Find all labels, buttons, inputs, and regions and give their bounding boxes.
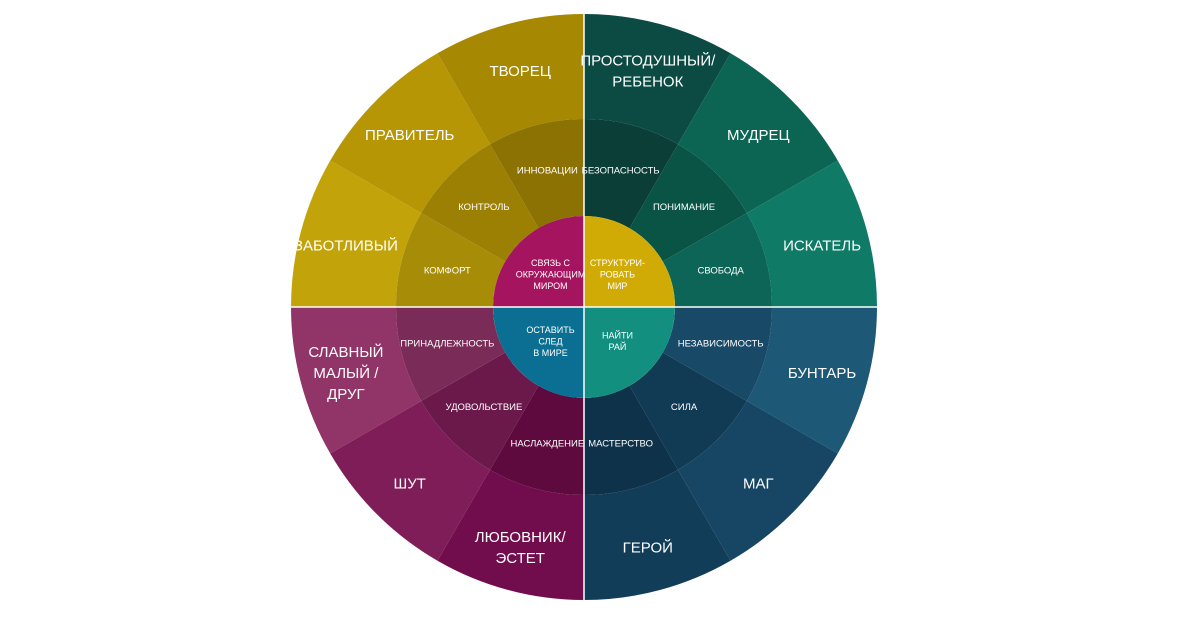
core-quadrant	[584, 216, 675, 307]
archetype-label-line: ПРОСТОДУШНЫЙ/	[580, 52, 716, 70]
archetype-label-line: ИСКАТЕЛЬ	[783, 238, 861, 255]
archetype-label: ГЕРОЙ	[623, 538, 673, 556]
archetype-label-line: МАГ	[743, 476, 774, 493]
core-label-line: СЛЕД	[538, 336, 562, 346]
middle-segment	[662, 213, 772, 307]
core-label-line: ОСТАВИТЬ	[526, 325, 574, 335]
core-label-line: МИР	[607, 281, 627, 291]
core-label-line: В МИРЕ	[533, 348, 567, 358]
value-label: ПРИНАДЛЕЖНОСТЬ	[400, 339, 494, 350]
middle-segment	[421, 352, 539, 470]
archetype-label-line: ДРУГ	[327, 386, 365, 403]
archetype-label: ЗАБОТЛИВЫЙ	[294, 237, 398, 255]
archetype-label: ПРОСТОДУШНЫЙ/РЕБЕНОК	[580, 52, 716, 91]
archetype-label-line: ЭСТЕТ	[495, 550, 544, 567]
outer-segment	[584, 469, 731, 600]
archetype-label: МУДРЕЦ	[727, 127, 790, 144]
archetype-label: МАГ	[743, 476, 774, 493]
core-label-line: МИРОМ	[533, 281, 567, 291]
value-label: ПОНИМАНИЕ	[653, 202, 715, 213]
archetype-label: ИСКАТЕЛЬ	[783, 238, 861, 255]
middle-segment	[584, 119, 678, 229]
outer-segment	[330, 401, 490, 561]
value-label: СВОБОДА	[697, 265, 744, 276]
archetype-label-line: БУНТАРЬ	[788, 365, 857, 382]
middle-segment	[629, 352, 747, 470]
archetype-label-line: ШУТ	[393, 476, 425, 493]
outer-segment	[678, 53, 838, 213]
archetype-label: ПРАВИТЕЛЬ	[365, 127, 455, 144]
middle-segment	[396, 213, 506, 307]
outer-segment	[746, 307, 877, 454]
archetype-label-line: РЕБЕНОК	[612, 74, 683, 91]
value-label: УДОВОЛЬСТВИЕ	[446, 402, 523, 413]
value-label: ИННОВАЦИИ	[517, 165, 578, 176]
core-label-line: ОКРУЖАЮЩИМ	[516, 270, 586, 280]
archetype-label: БУНТАРЬ	[788, 365, 857, 382]
middle-segment	[662, 307, 772, 401]
archetype-label-line: ЛЮБОВНИК/	[475, 529, 567, 546]
core-quadrant	[584, 307, 675, 398]
value-label: НАСЛАЖДЕНИЕ	[511, 439, 585, 450]
outer-segment	[584, 14, 731, 145]
outer-segment	[291, 307, 422, 454]
archetype-label-line: ПРАВИТЕЛЬ	[365, 127, 455, 144]
middle-segment	[396, 307, 506, 401]
middle-segment	[490, 119, 584, 229]
core-label-line: РОВАТЬ	[600, 270, 635, 280]
middle-segment	[490, 385, 584, 495]
core-quadrant	[493, 307, 584, 398]
middle-segment	[629, 144, 747, 262]
outer-segment	[291, 160, 422, 307]
outer-segment	[678, 401, 838, 561]
outer-segment	[437, 469, 584, 600]
middle-segment	[421, 144, 539, 262]
value-label: СИЛА	[671, 402, 698, 413]
core-label-line: НАЙТИ	[602, 330, 633, 341]
core-label-line: СТРУКТУРИ-	[590, 258, 645, 268]
core-label-line: РАЙ	[609, 341, 627, 352]
archetype-label-line: ГЕРОЙ	[623, 538, 673, 556]
value-label: НЕЗАВИСИМОСТЬ	[678, 339, 764, 350]
value-label: МАСТЕРСТВО	[588, 439, 653, 450]
archetype-label: СЛАВНЫЙ МАЛЫЙ / ДРУГ	[308, 343, 383, 403]
core-quadrant	[493, 216, 584, 307]
archetype-label-line: ЗАБОТЛИВЫЙ	[294, 237, 398, 255]
outer-segment	[437, 14, 584, 145]
value-label: КОМФОРТ	[424, 265, 471, 276]
archetype-label-line: МУДРЕЦ	[727, 127, 790, 144]
archetype-label: ТВОРЕЦ	[489, 63, 550, 80]
outer-segment	[330, 53, 490, 213]
archetype-label: ШУТ	[393, 476, 425, 493]
core-label-line: СВЯЗЬ С	[531, 258, 571, 268]
value-label: КОНТРОЛЬ	[458, 202, 509, 213]
archetype-label-line: МАЛЫЙ /	[313, 364, 379, 382]
value-label: БЕЗОПАСНОСТЬ	[582, 165, 660, 176]
archetype-label-line: СЛАВНЫЙ	[308, 343, 383, 361]
outer-segment	[746, 160, 877, 307]
archetype-label: ЛЮБОВНИК/ЭСТЕТ	[475, 529, 567, 567]
middle-segment	[584, 385, 678, 495]
archetype-label-line: ТВОРЕЦ	[489, 63, 550, 80]
